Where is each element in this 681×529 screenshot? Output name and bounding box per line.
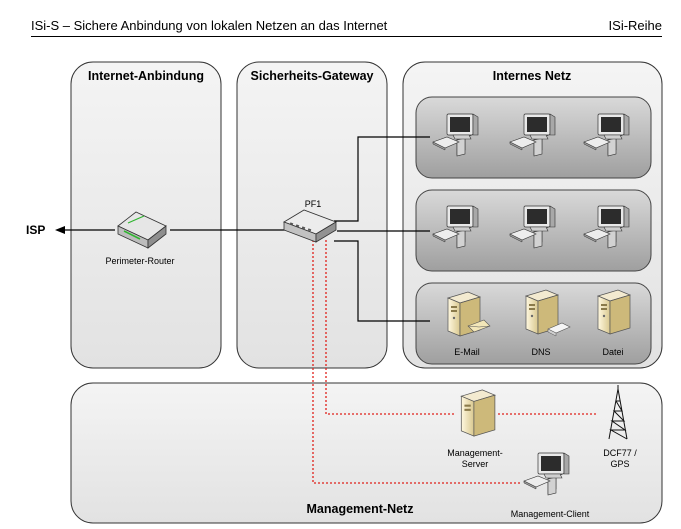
data-links xyxy=(55,136,430,322)
zone-title-internet: Internet-Anbindung xyxy=(88,69,204,83)
link-pf1-segment-servers xyxy=(334,240,430,322)
file-server-label: Datei xyxy=(602,347,623,357)
link-pf1-segment-1 xyxy=(334,136,430,222)
email-server-label: E-Mail xyxy=(454,347,480,357)
management-server-icon xyxy=(460,389,496,437)
zone-title-management: Management-Netz xyxy=(307,502,414,516)
header-rule xyxy=(31,36,662,37)
dcf77-label-line2: GPS xyxy=(610,459,629,469)
perimeter-router-icon xyxy=(117,211,167,249)
document-header-title: ISi-S – Sichere Anbindung von lokalen Ne… xyxy=(31,18,388,33)
management-client-label: Management-Client xyxy=(511,509,590,519)
dns-book-icon xyxy=(547,322,571,337)
dcf77-label-line1: DCF77 / xyxy=(603,448,637,458)
zone-title-internal: Internes Netz xyxy=(493,69,572,83)
zone-management-netz xyxy=(70,382,663,524)
isp-arrowhead xyxy=(55,226,65,234)
isp-label: ISP xyxy=(26,223,45,237)
management-server-label-line1: Management- xyxy=(447,448,503,458)
pf1-switch-icon xyxy=(283,209,337,243)
dcf77-gps-antenna-icon xyxy=(608,385,628,440)
perimeter-router-label: Perimeter-Router xyxy=(105,256,174,266)
mail-envelope-icon xyxy=(467,319,491,333)
link-pf1-mgmt-server xyxy=(325,240,455,415)
management-links xyxy=(312,240,598,484)
zone-title-gateway: Sicherheits-Gateway xyxy=(251,69,374,83)
file-server-icon xyxy=(597,289,631,335)
dns-server-label: DNS xyxy=(531,347,550,357)
link-pf1-mgmt-client xyxy=(312,240,522,484)
zone-internet-anbindung xyxy=(70,61,222,369)
pf1-label: PF1 xyxy=(305,199,322,209)
management-server-label-line2: Server xyxy=(462,459,489,469)
document-header-series: ISi-Reihe xyxy=(608,18,662,33)
